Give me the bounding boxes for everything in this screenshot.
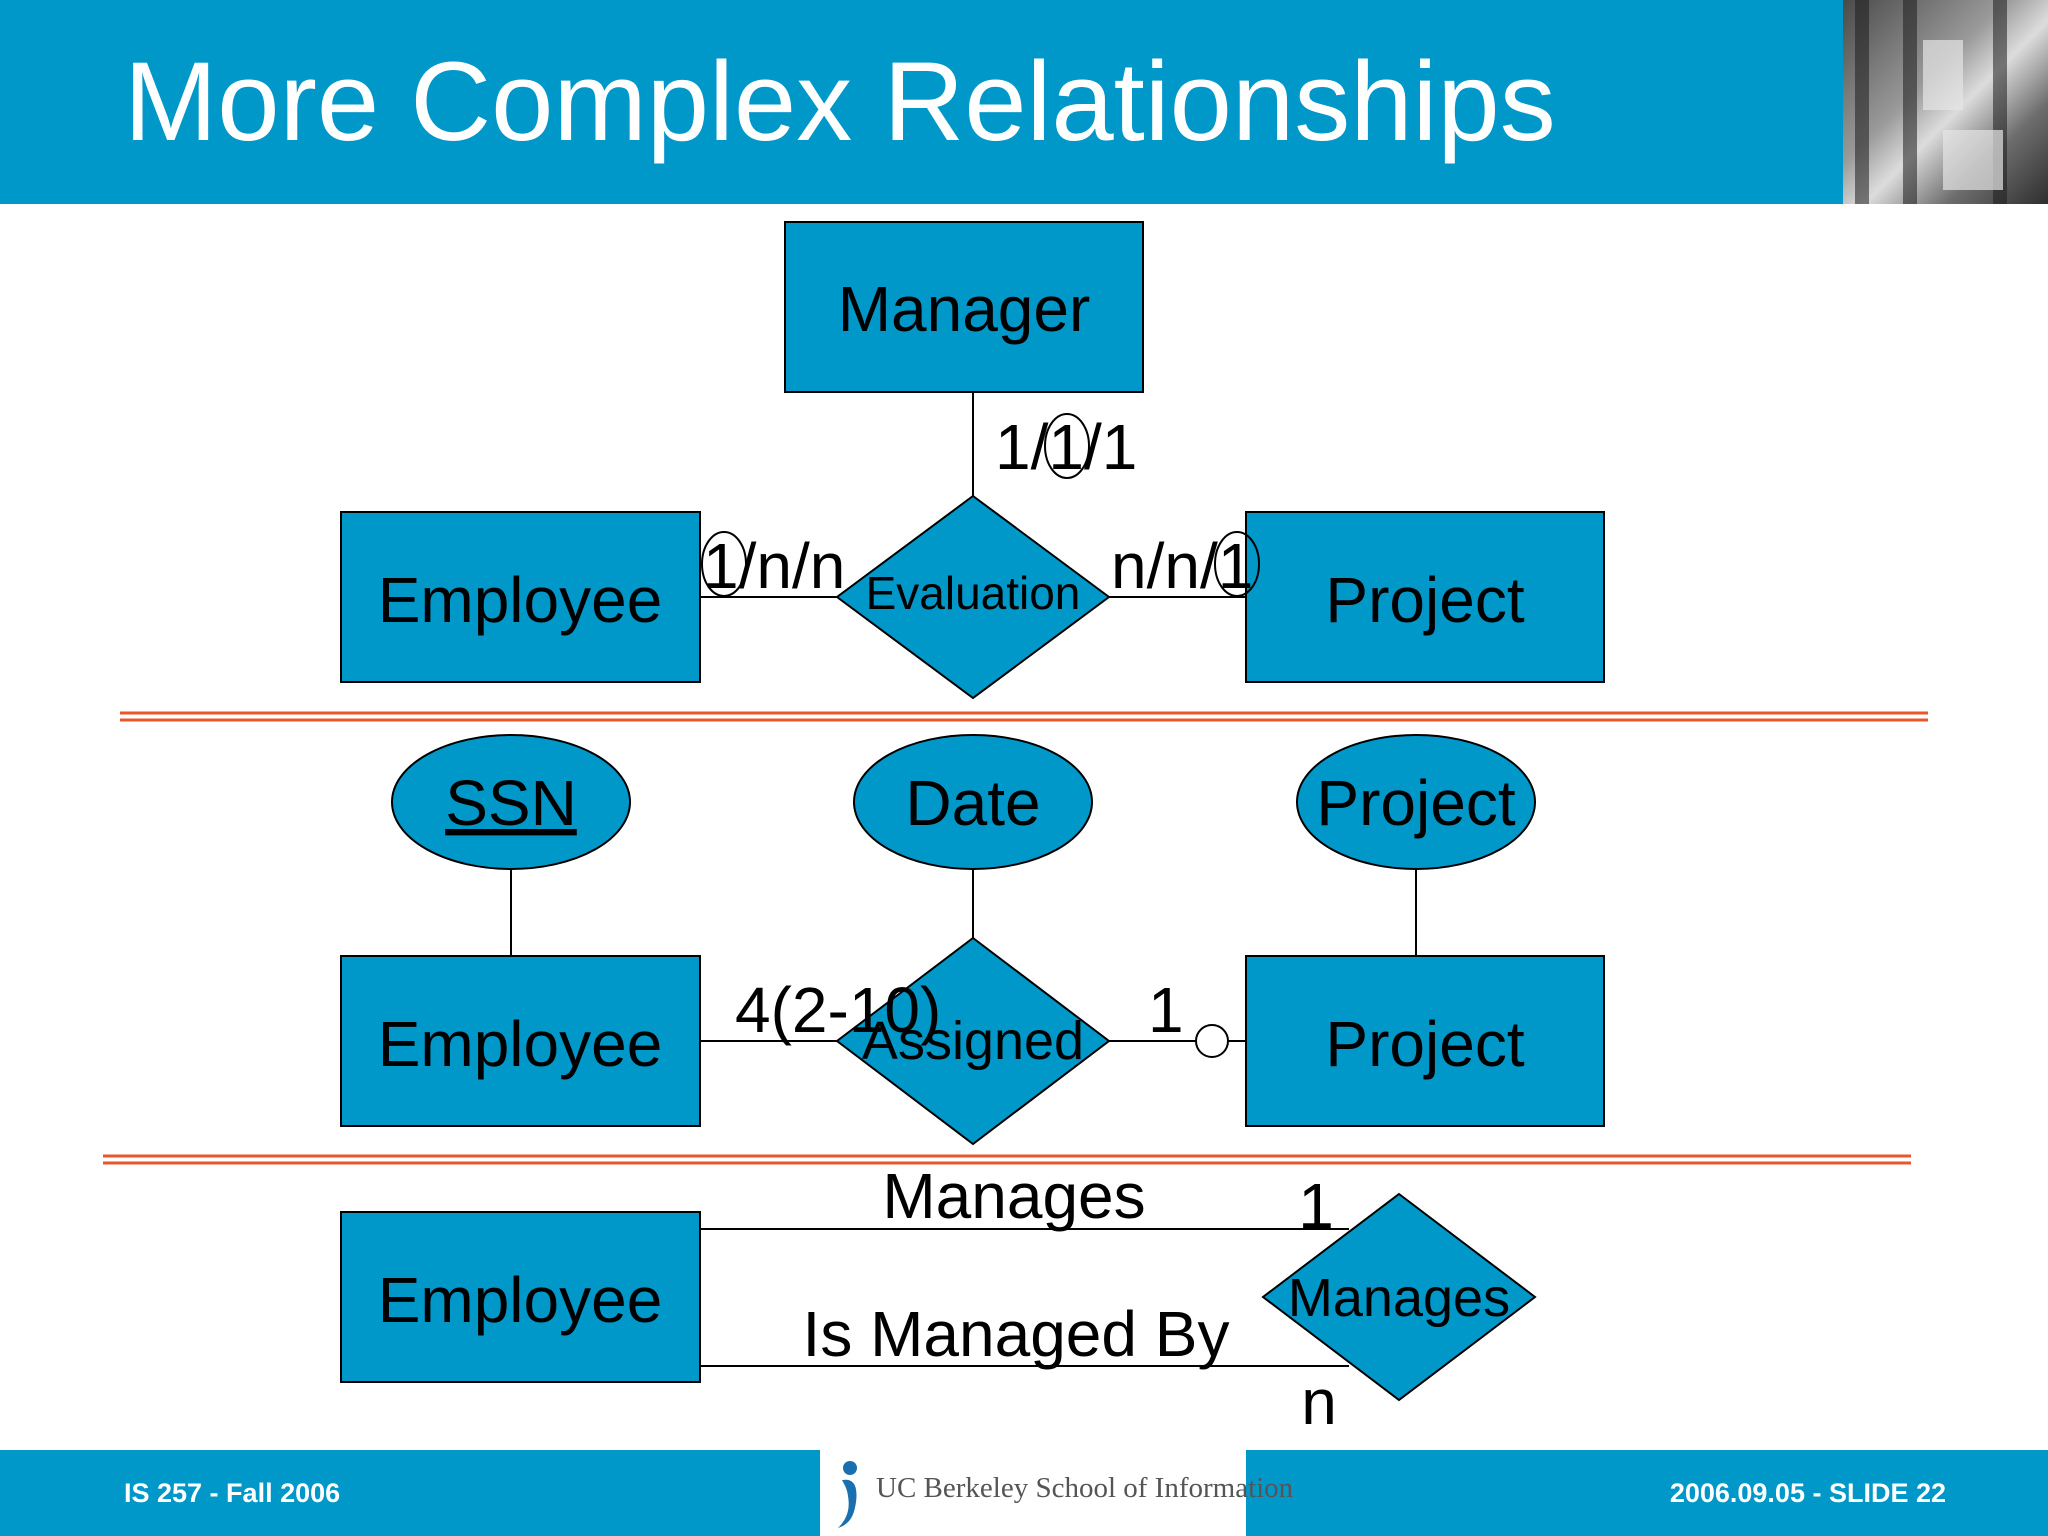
role-is-managed-by: Is Managed By — [803, 1298, 1230, 1370]
project-attribute-label: Project — [1316, 767, 1515, 839]
footer-slide-number: 2006.09.05 - SLIDE 22 — [1669, 1478, 1946, 1508]
er-diagram: Manager Employee Project Evaluation 1/1/… — [103, 221, 1928, 1438]
assigned-relationship — [835, 936, 1111, 1146]
employee-entity-1 — [340, 511, 701, 683]
ssn-attribute — [391, 734, 631, 870]
cardinality-n: n — [1301, 1366, 1337, 1438]
cardinality-employee-1: 1/n/n — [703, 530, 845, 602]
date-label: Date — [905, 767, 1040, 839]
assigned-label: Assigned — [862, 1011, 1084, 1071]
employee-entity-2 — [340, 955, 701, 1127]
manages-relationship — [1261, 1192, 1537, 1402]
employee-label-1: Employee — [378, 564, 663, 636]
school-logo: UC Berkeley School of Information — [820, 1450, 1293, 1536]
employee-label-3: Employee — [378, 1264, 663, 1336]
employee-entity-3 — [340, 1211, 701, 1383]
cardinality-project-2: 1 — [1148, 974, 1184, 1046]
date-attribute — [853, 734, 1093, 870]
cardinality-project-1: n/n/1 — [1111, 530, 1253, 602]
header-bar — [0, 0, 2048, 204]
project-label-1: Project — [1325, 564, 1524, 636]
ssn-label: SSN — [445, 767, 577, 839]
cardinality-one: 1 — [1298, 1170, 1334, 1242]
cardinality-manager: 1/1/1 — [995, 411, 1137, 483]
project-label-2: Project — [1325, 1008, 1524, 1080]
role-manages: Manages — [882, 1160, 1145, 1232]
slide-title: More Complex Relationships — [124, 39, 1556, 164]
manages-label: Manages — [1288, 1268, 1510, 1328]
cardinality-employee-2: 4(2-10) — [735, 974, 941, 1046]
building-photo — [1843, 0, 2048, 204]
project-entity-2 — [1245, 955, 1605, 1127]
employee-label-2: Employee — [378, 1008, 663, 1080]
cardinality-circle-manager — [1044, 413, 1090, 479]
optional-circle — [1195, 1024, 1229, 1058]
school-logo-icon — [838, 1461, 857, 1528]
cardinality-circle-employee — [701, 531, 747, 597]
evaluation-label: Evaluation — [866, 567, 1081, 619]
project-entity-1 — [1245, 511, 1605, 683]
manager-label: Manager — [838, 273, 1091, 345]
cardinality-circle-project — [1214, 531, 1260, 597]
evaluation-relationship — [835, 494, 1111, 700]
project-attribute — [1296, 734, 1536, 870]
school-logo-text: UC Berkeley School of Information — [876, 1472, 1294, 1504]
manager-entity — [784, 221, 1144, 393]
footer-course: IS 257 - Fall 2006 — [124, 1478, 341, 1508]
